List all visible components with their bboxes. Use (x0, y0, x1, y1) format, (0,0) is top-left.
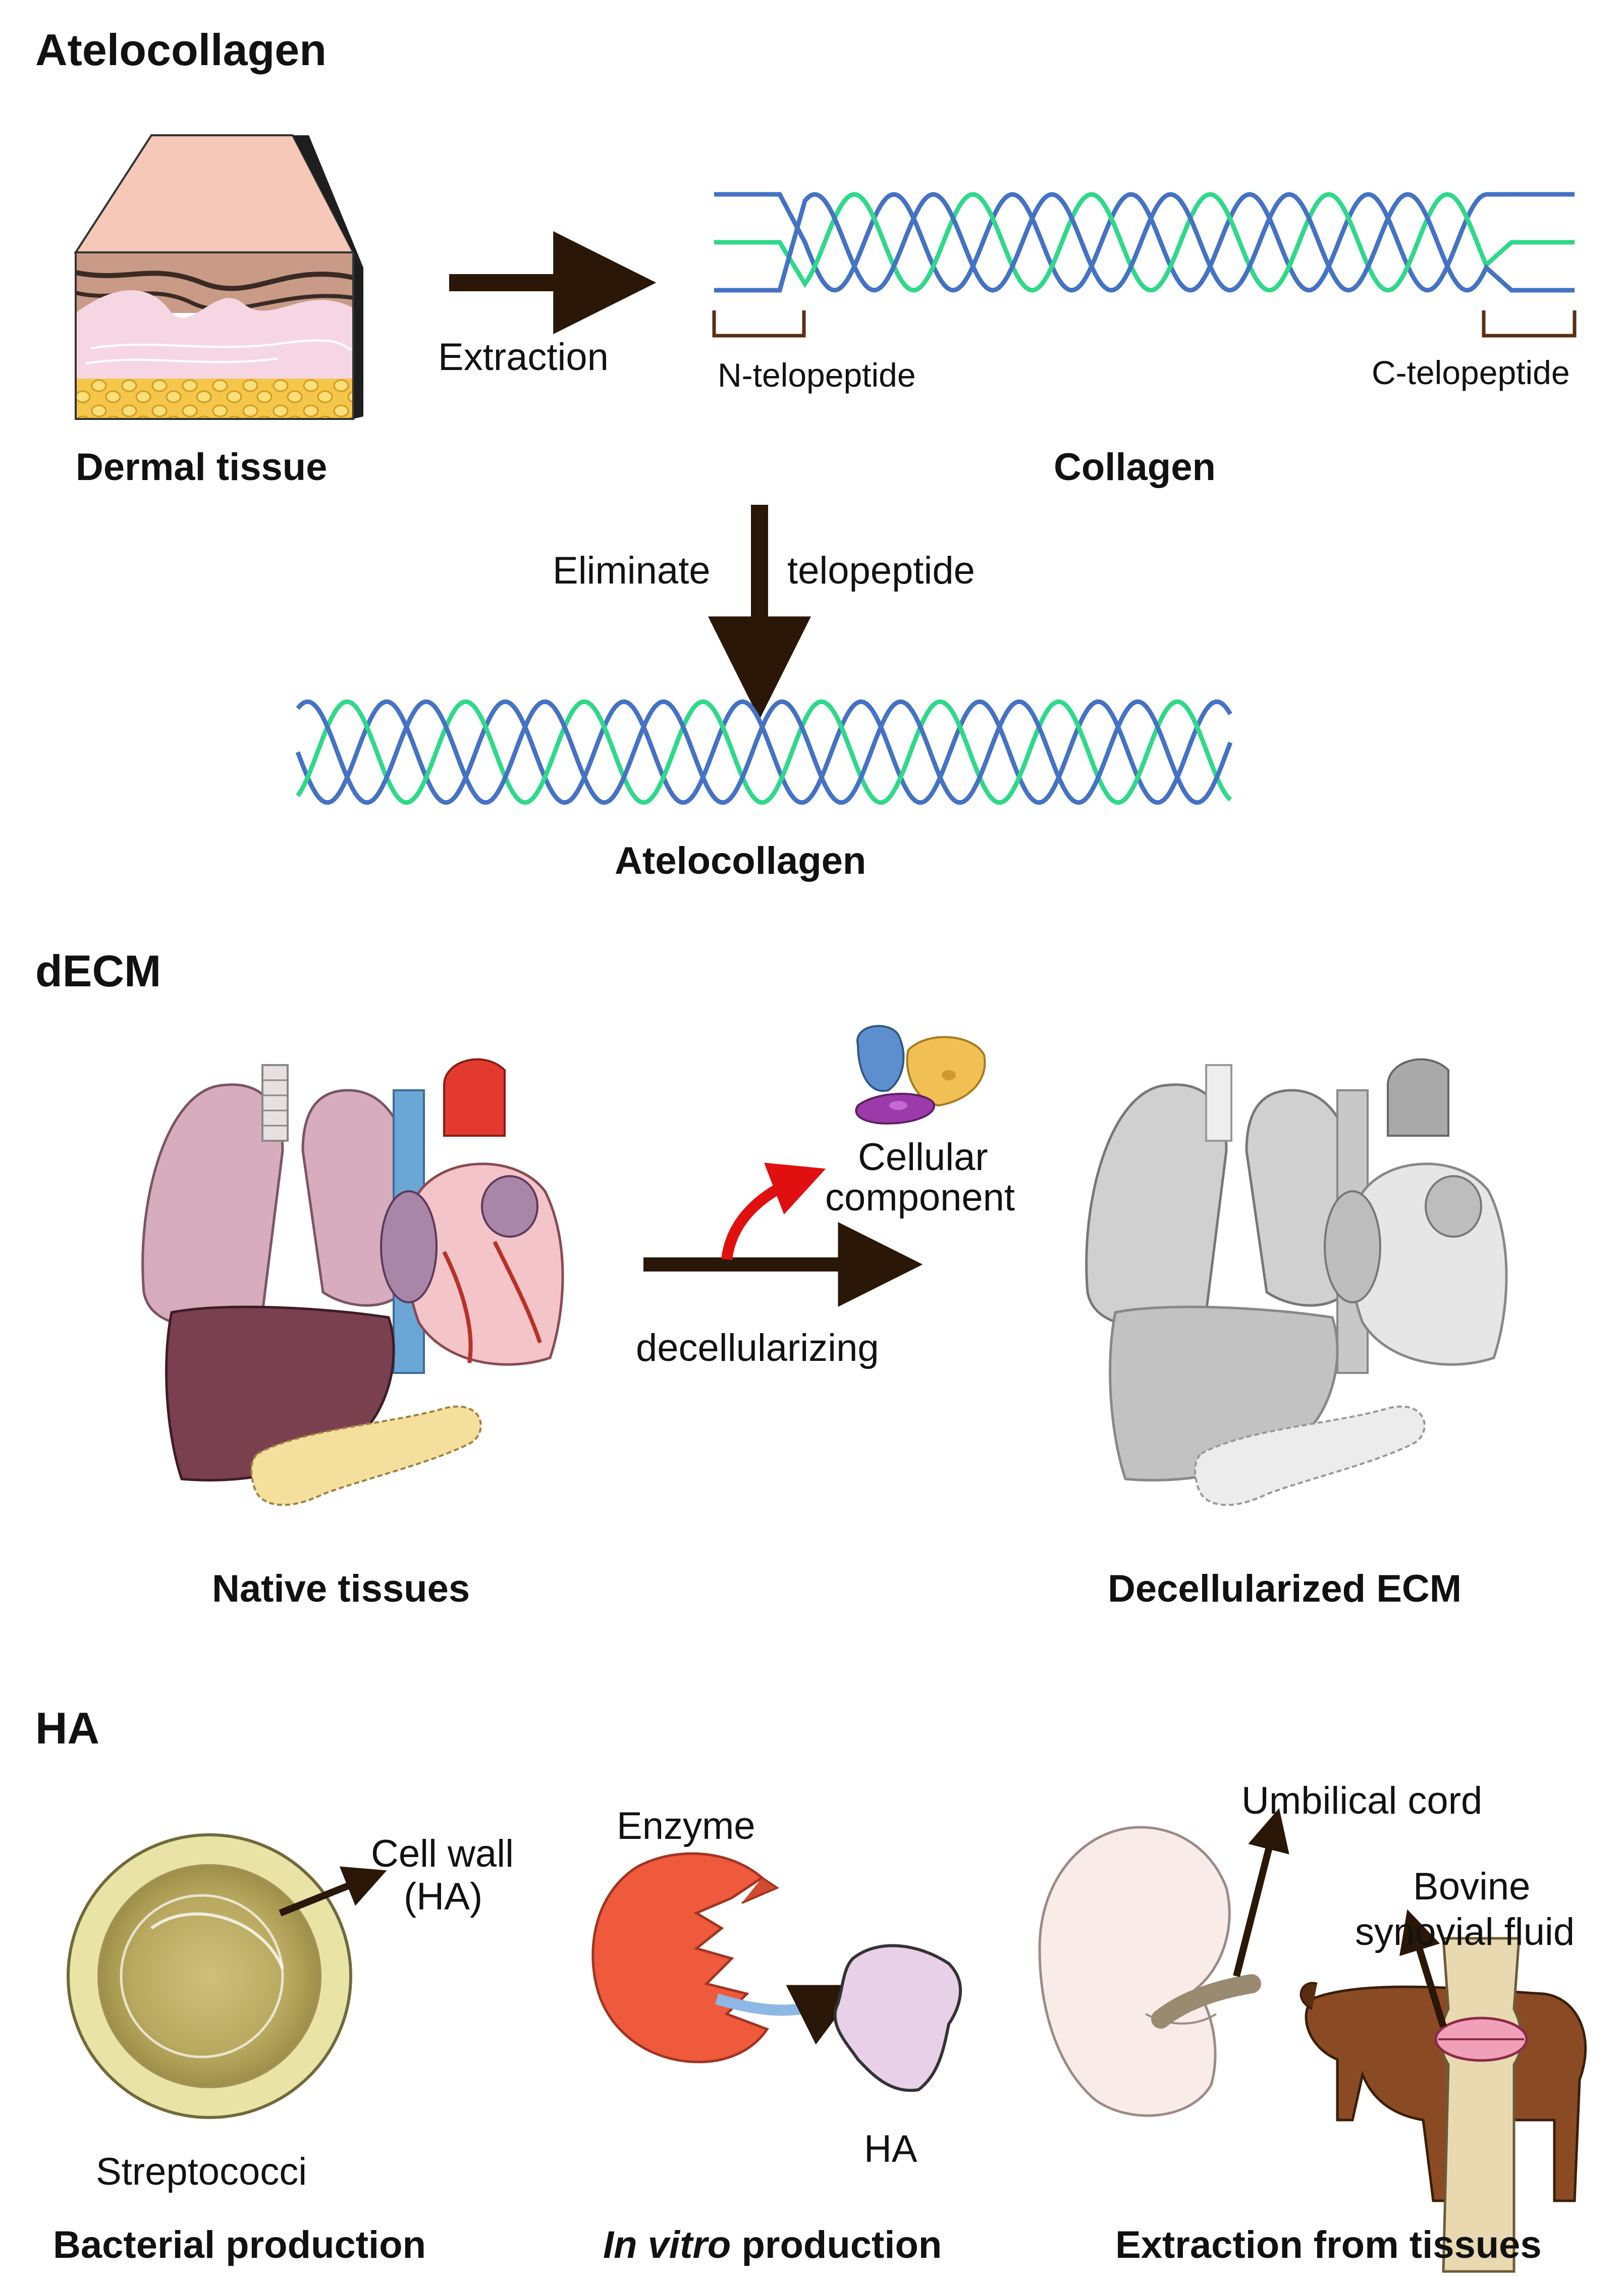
bacterial-production-caption: Bacterial production (53, 2224, 426, 2266)
atelocollagen-strand-blue-2 (296, 699, 1233, 805)
n-telopeptide-label: N-telopeptide (718, 356, 916, 394)
in-vitro-italic: In vitro (603, 2224, 731, 2266)
collagen-strand-blue-2 (714, 192, 1575, 293)
umbilical-cord-pointer (1233, 1808, 1289, 1977)
n-telopeptide-bracket (712, 310, 806, 338)
cellular-component-icons (855, 1025, 986, 1125)
decellularizing-label: decellularizing (636, 1327, 879, 1369)
enzyme-to-ha-arrow (715, 1985, 861, 2045)
section-heading-atelocollagen: Atelocollagen (35, 25, 327, 75)
telopeptide-label: telopeptide (787, 549, 975, 592)
umbilical-cord (1151, 1974, 1261, 2029)
decellularized-ecm-label: Decellularized ECM (1108, 1567, 1462, 1610)
c-telopeptide-bracket (1482, 310, 1577, 338)
section-heading-decm: dECM (35, 946, 161, 996)
enzyme-label: Enzyme (617, 1805, 755, 1847)
cellular-label-line2: component (825, 1176, 1015, 1219)
cellular-removal-arrow (721, 1162, 826, 1260)
fetus-illustration (1038, 1826, 1231, 2117)
knee-joint (1434, 1937, 1528, 2273)
ha-product-label: HA (864, 2128, 917, 2171)
streptococcus-cell (67, 1833, 352, 2119)
atelocollagen-strand-green (296, 699, 1232, 805)
in-vitro-rest: production (731, 2224, 942, 2266)
heart (380, 1058, 564, 1374)
bovine-label: Bovine (1413, 1865, 1531, 1908)
cell-wall-label-line2: (HA) (404, 1875, 483, 1918)
in-vitro-production-caption: In vitro production (603, 2226, 942, 2264)
atelocollagen-label: Atelocollagen (615, 839, 867, 882)
eliminate-label: Eliminate (553, 549, 711, 592)
atelocollagen-strand-blue-1 (295, 699, 1232, 805)
dermal-tissue-label: Dermal tissue (76, 446, 328, 489)
enzyme-shape (591, 1852, 780, 2063)
native-tissues-label: Native tissues (212, 1567, 470, 1610)
synovial-fluid-label: synovial fluid (1355, 1911, 1575, 1953)
umbilical-cord-label: Umbilical cord (1241, 1779, 1483, 1822)
extraction-from-tissues-caption: Extraction from tissues (1115, 2224, 1542, 2266)
dermal-tissue-illustration (74, 134, 363, 420)
atelocollagen-helix (295, 699, 1233, 805)
pancreas (250, 1405, 482, 1506)
collagen-label: Collagen (1054, 446, 1216, 489)
c-telopeptide-label: C-telopeptide (1372, 354, 1570, 391)
cellular-label-line1: Cellular (858, 1136, 988, 1179)
extraction-label: Extraction (438, 336, 609, 379)
synovial-fluid-pointer (1399, 1909, 1447, 2028)
cell-wall-label-line1: Cell wall (371, 1832, 514, 1875)
decellularized-ecm-illustration (1085, 1058, 1508, 1506)
native-tissues-illustration (141, 1058, 564, 1506)
cell-wall-pointer (279, 1866, 387, 1917)
streptococci-label: Streptococci (96, 2150, 307, 2193)
section-heading-ha: HA (35, 1703, 100, 1753)
collagen-helix (714, 192, 1575, 293)
lungs (141, 1064, 418, 1327)
collagen-strand-green (714, 192, 1575, 293)
ha-molecule-shape (833, 1944, 962, 2092)
